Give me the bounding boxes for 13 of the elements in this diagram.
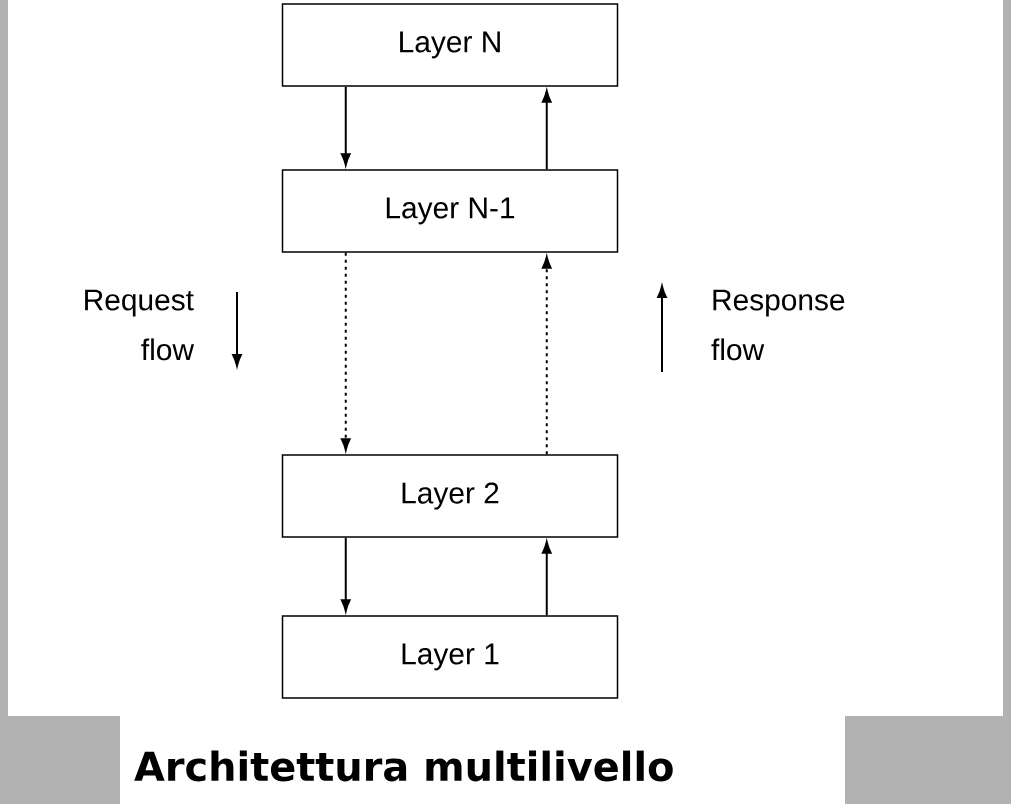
flow-label: Request flow bbox=[85, 289, 195, 361]
arrow bbox=[340, 536, 351, 612]
layer-box: Layer N-1 bbox=[281, 169, 619, 253]
arrow bbox=[340, 251, 351, 451]
arrow bbox=[541, 541, 552, 617]
caption: Architettura multilivello bbox=[134, 750, 673, 782]
arrow bbox=[541, 256, 552, 456]
arrow bbox=[340, 85, 351, 166]
layer-box: Layer 2 bbox=[281, 454, 619, 538]
layer-box: Layer N bbox=[281, 3, 619, 87]
layer-box: Layer 1 bbox=[281, 615, 619, 699]
flow-label: Response flow bbox=[711, 289, 845, 361]
arrow bbox=[541, 90, 552, 171]
